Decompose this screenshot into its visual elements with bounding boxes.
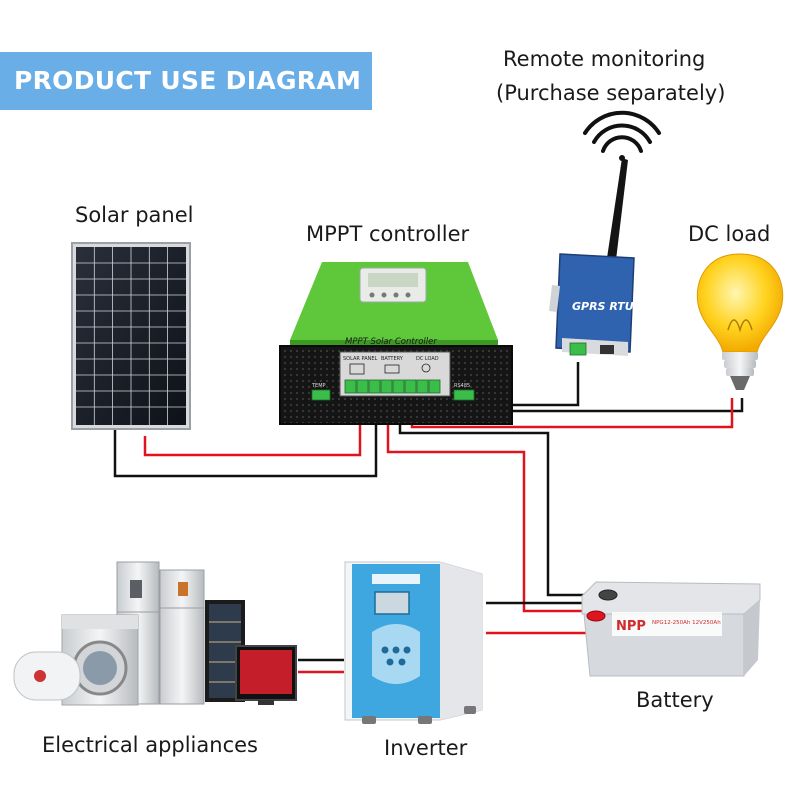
battery-icon: NPP NPG12-250Ah 12V250Ah bbox=[581, 581, 761, 677]
solar-panel-icon bbox=[71, 242, 191, 430]
gprs-rtu-device: GPRS RTU bbox=[549, 158, 635, 356]
appliances-icon bbox=[13, 561, 297, 706]
battery-label: Battery bbox=[636, 688, 714, 712]
terminal-dcload-text: DC LOAD bbox=[416, 356, 439, 362]
wifi-signal-icon bbox=[583, 110, 661, 161]
purchase-separately-label: (Purchase separately) bbox=[496, 81, 726, 105]
electrical-appliances-label: Electrical appliances bbox=[42, 733, 258, 757]
battery-brand-text: NPP bbox=[616, 619, 646, 634]
terminal-solar-text: SOLAR PANEL bbox=[343, 356, 378, 362]
lightbulb-icon bbox=[696, 253, 784, 390]
mppt-controller-label: MPPT controller bbox=[306, 222, 470, 246]
temp-port-text: TEMP bbox=[311, 383, 326, 389]
mppt-controller-device: MPPT Solar Controller SOLAR PANEL BATTER… bbox=[279, 262, 513, 425]
dc-load-label: DC load bbox=[688, 222, 771, 246]
rtu-name-text: GPRS RTU bbox=[572, 300, 634, 313]
wire-solar-negative bbox=[113, 395, 378, 478]
rs485-port-text: RS485 bbox=[454, 383, 470, 389]
solar-panel-label: Solar panel bbox=[75, 203, 194, 227]
wire-battery-red bbox=[386, 395, 596, 613]
controller-name-text: MPPT Solar Controller bbox=[345, 337, 437, 347]
page-title: PRODUCT USE DIAGRAM bbox=[0, 52, 372, 110]
terminal-battery-text: BATTERY bbox=[381, 356, 404, 362]
remote-monitoring-label: Remote monitoring bbox=[503, 47, 706, 71]
battery-model-text: NPG12-250Ah 12V250Ah bbox=[652, 620, 721, 626]
inverter-label: Inverter bbox=[384, 736, 468, 760]
inverter-icon bbox=[344, 561, 483, 724]
